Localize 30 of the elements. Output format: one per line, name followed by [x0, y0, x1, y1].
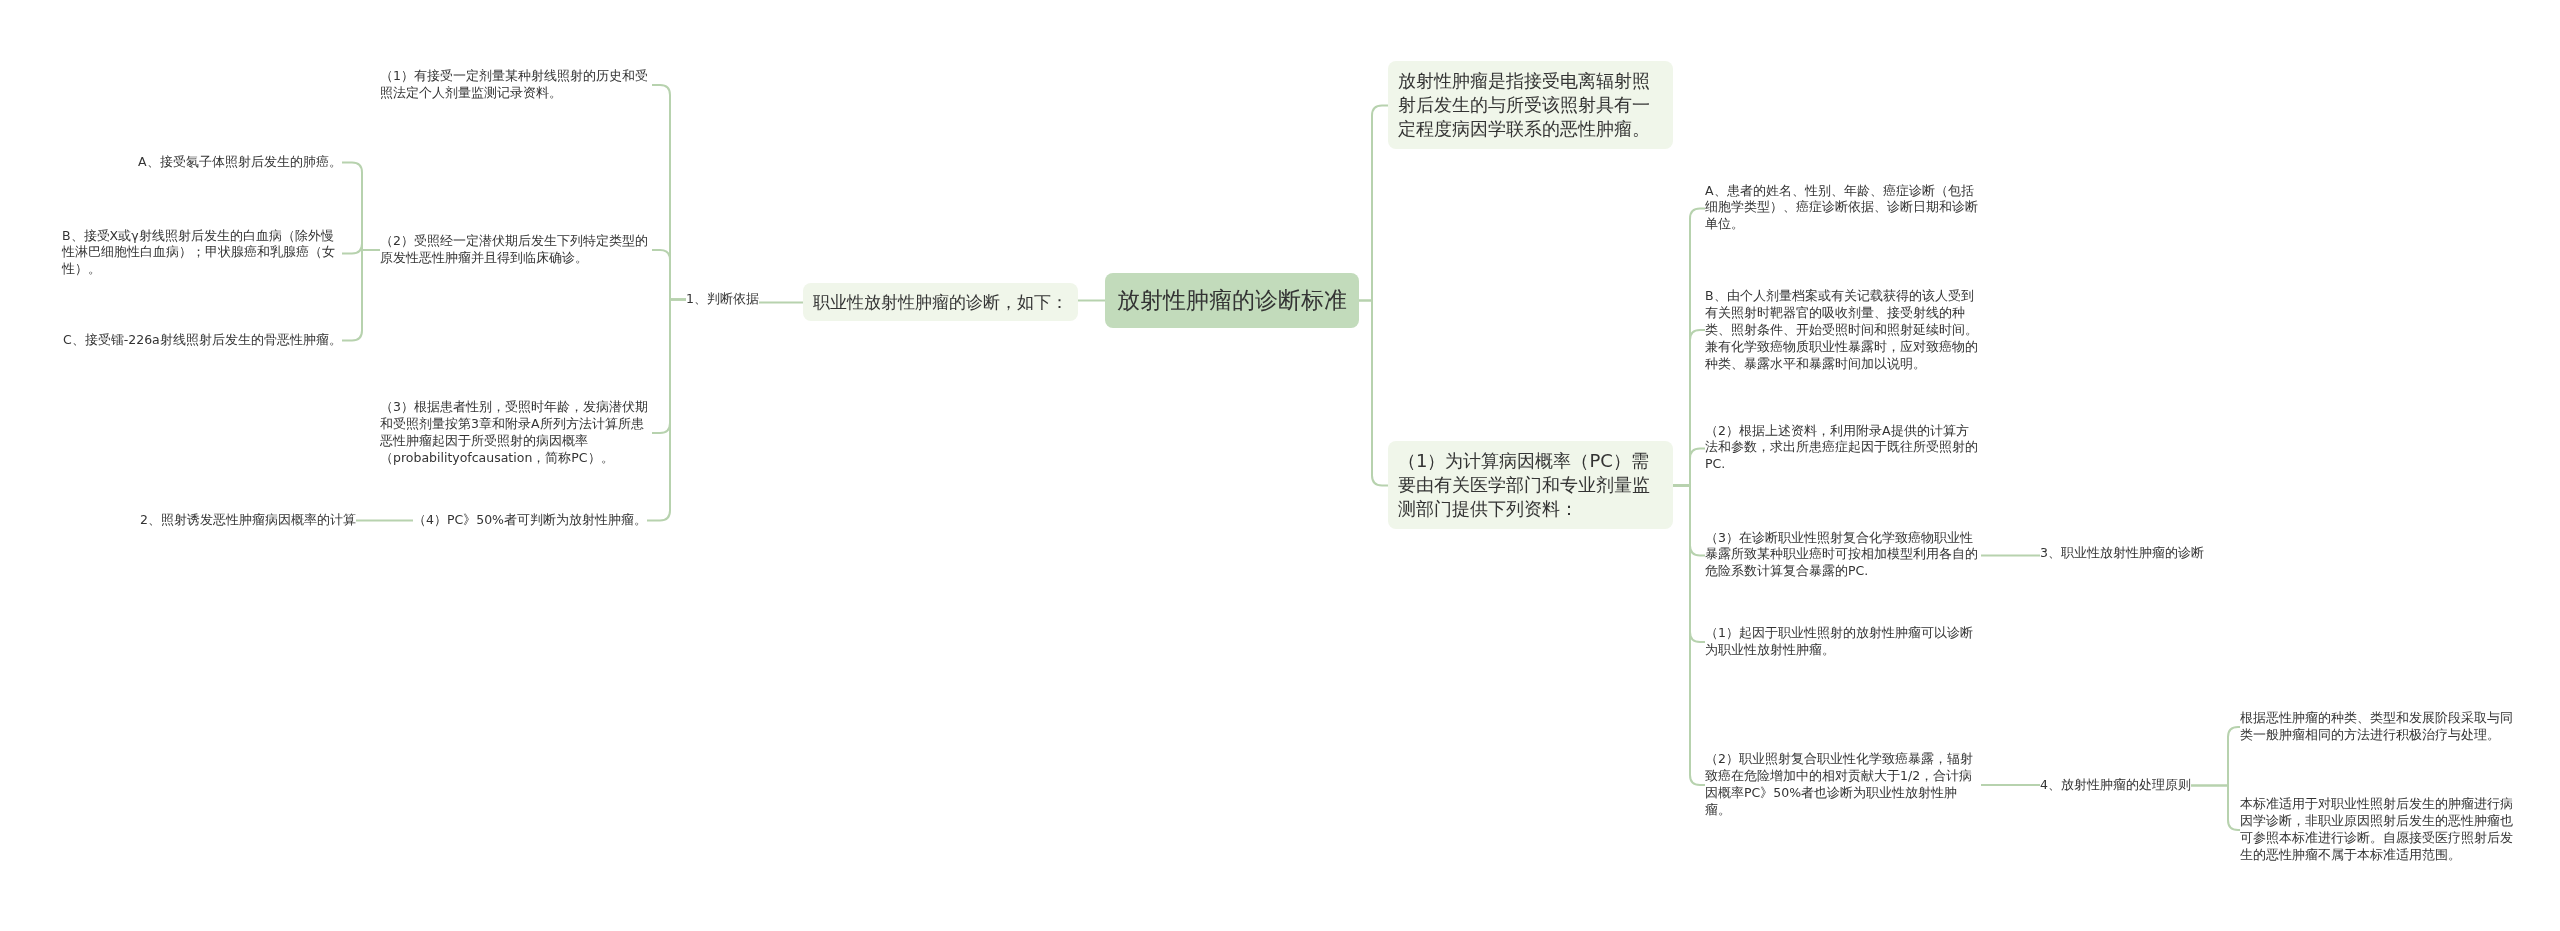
- connector-line: [758, 301, 804, 304]
- topic-text: （1）有接受一定剂量某种射线照射的历史和受照法定个人剂量监测记录资料。: [380, 68, 652, 102]
- topic-text: C、接受镭-226a射线照射后发生的骨恶性肿瘤。: [63, 331, 342, 349]
- topic-text: （2）受照经一定潜伏期后发生下列特定类型的原发性恶性肿瘤并且得到临床确诊。: [380, 233, 652, 267]
- connector-line: [1980, 784, 2041, 786]
- topic-text: （2）根据上述资料，利用附录A提供的计算方法和参数，求出所患癌症起因于既往所受照射的PC.: [1705, 422, 1981, 474]
- topic-text: 3、职业性放射性肿瘤的诊断: [2040, 544, 2204, 562]
- topic-text: 根据恶性肿瘤的种类、类型和发展阶段采取与同类一般肿瘤相同的方法进行积极治疗与处理。: [2240, 710, 2515, 744]
- topic-text: B、由个人剂量档案或有关记载获得的该人受到有关照射时靶器官的吸收剂量、接受射线的种类、照射条件、开始受照时间和照射延续时间。兼有化学致癌物质职业性暴露时，应对致癌物的种类、暴露水平和暴露时间加以说明。: [1705, 288, 1981, 373]
- topic-text: B、接受X或γ射线照射后发生的白血病（除外慢性淋巴细胞性白血病）；甲状腺癌和乳腺癌（女性）。: [62, 227, 342, 279]
- connector-line: [2190, 784, 2241, 831]
- topic-box: 职业性放射性肿瘤的诊断，如下：: [803, 282, 1078, 322]
- connector-line: [1980, 554, 2041, 557]
- topic-text: （3）根据患者性别，受照时年龄，发病潜伏期和受照剂量按第3章和附录A所列方法计算所患恶性肿瘤起因于所受照射的病因概率（probabilityofcausation，简称PC）。: [380, 399, 652, 467]
- topic-text: （3）在诊断职业性照射复合化学致癌物职业性暴露所致某种职业癌时可按相加模型利用各自的危险系数计算复合暴露的PC.: [1705, 529, 1981, 581]
- topic-box: （1）为计算病因概率（PC）需要由有关医学部门和专业剂量监测部门提供下列资料：: [1388, 440, 1673, 530]
- topic-text: 1、判断依据: [686, 290, 759, 308]
- topic-text: A、接受氡子体照射后发生的肺癌。: [138, 153, 342, 171]
- topic-text: （2）职业照射复合职业性化学致癌暴露，辐射致癌在危险增加中的相对贡献大于1/2，合计病因概率PC》50%者也诊断为职业性放射性肿瘤。: [1705, 751, 1981, 819]
- connector-line: [1077, 299, 1106, 302]
- topic-text: （4）PC》50%者可判断为放射性肿瘤。: [413, 511, 647, 529]
- topic-box: 放射性肿瘤是指接受电离辐射照射后发生的与所受该照射具有一定程度病因学联系的恶性肿瘤。: [1388, 60, 1673, 150]
- connector-line: [1672, 484, 1706, 786]
- connector-line: [355, 519, 414, 522]
- topic-text: （1）起因于职业性照射的放射性肿瘤可以诊断为职业性放射性肿瘤。: [1705, 625, 1981, 659]
- topic-text: 4、放射性肿瘤的处理原则: [2040, 776, 2191, 794]
- topic-text: 2、照射诱发恶性肿瘤病因概率的计算: [140, 511, 356, 529]
- topic-text: 本标准适用于对职业性照射后发生的肿瘤进行病因学诊断，非职业原因照射后发生的恶性肿瘤也可参照本标准进行诊断。自愿接受医疗照射后发生的恶性肿瘤不属于本标准适用范围。: [2240, 796, 2515, 864]
- topic-text: A、患者的姓名、性别、年龄、癌症诊断（包括细胞学类型）、癌症诊断依据、诊断日期和诊断单位。: [1705, 182, 1981, 234]
- central-topic-box: 放射性肿瘤的诊断标准: [1105, 272, 1359, 328]
